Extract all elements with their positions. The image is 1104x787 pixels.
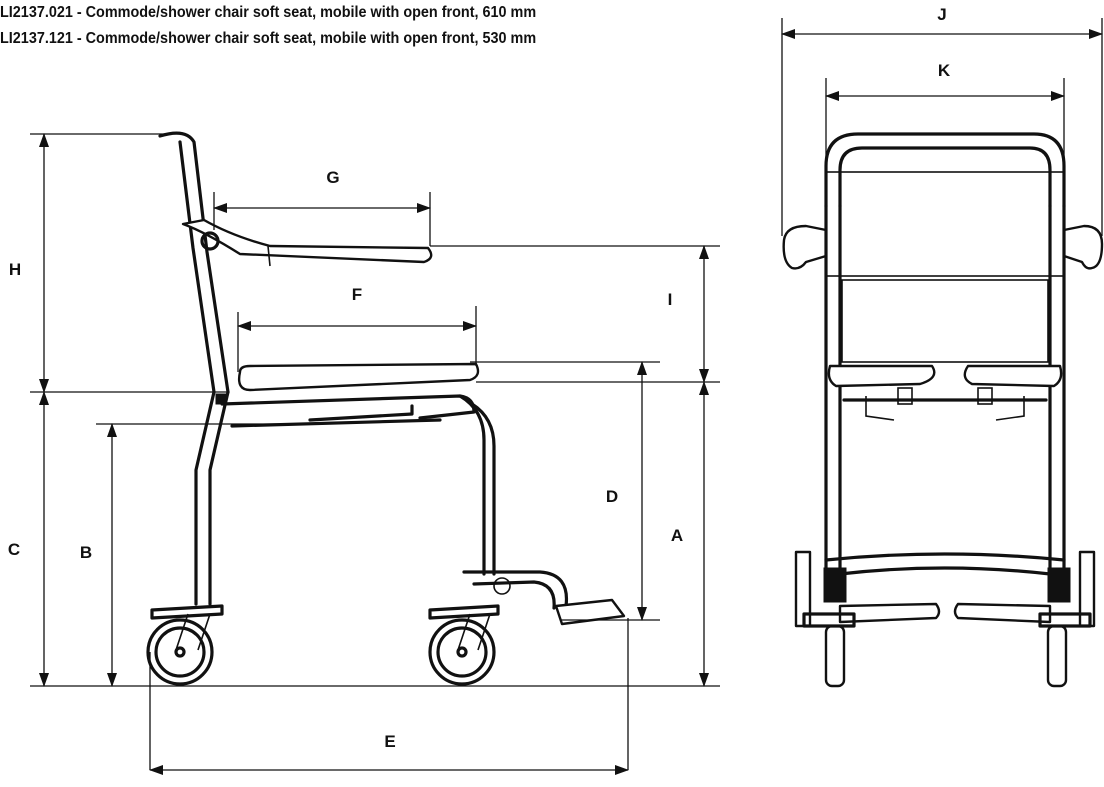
product-header: LI2137.021 - Commode/shower chair soft s… (0, 0, 760, 52)
dimension-label-g: G (326, 168, 339, 187)
dimension-label-b: B (80, 543, 92, 562)
front-view-dimensions (781, 18, 1103, 236)
dimension-label-h: H (9, 260, 21, 279)
dimension-label-d: D (606, 487, 618, 506)
dimension-label-j: J (937, 5, 946, 24)
product-title-line: LI2137.121 - Commode/shower chair soft s… (0, 30, 537, 47)
dimension-label-k: K (938, 61, 951, 80)
dimension-label-e: E (384, 732, 395, 751)
side-view-dimensions (30, 133, 720, 775)
dimension-label-c: C (8, 540, 20, 559)
side-view-chair (146, 131, 626, 686)
dimension-label-i: I (668, 290, 673, 309)
front-view-chair (782, 132, 1104, 688)
dimension-label-f: F (352, 285, 362, 304)
product-title-line: LI2137.021 - Commode/shower chair soft s… (0, 4, 537, 21)
dimension-label-a: A (671, 526, 683, 545)
